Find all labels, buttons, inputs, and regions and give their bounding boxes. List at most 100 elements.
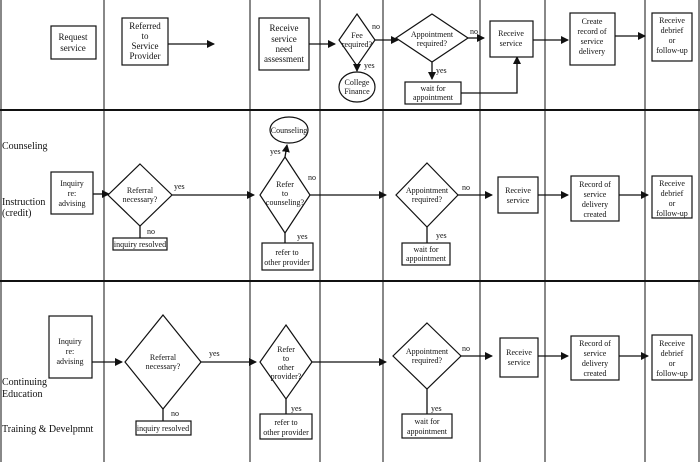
wait-label-3: wait for [414, 417, 439, 426]
receive-service-box-1 [489, 20, 534, 58]
svg-text:necessary?: necessary? [123, 195, 158, 204]
refer-yes-up-label: yes [270, 147, 281, 156]
ref-no-label-3: no [171, 409, 179, 418]
need-assessment-label: Receive [270, 23, 299, 33]
record-box-2 [570, 175, 620, 222]
svg-text:service: service [581, 37, 604, 46]
inquiry-resolved-label-3: inquiry resolved [137, 424, 189, 433]
svg-text:assessment: assessment [264, 54, 304, 64]
debrief-box-2 [651, 175, 693, 219]
svg-text:service: service [60, 43, 85, 53]
refer-other-label: Refer [277, 345, 295, 354]
svg-text:Finance: Finance [344, 87, 370, 96]
appointment-label-1: Appointment [411, 30, 454, 39]
svg-text:advising: advising [56, 357, 83, 366]
inquiry-label-2: Inquiry [60, 179, 84, 188]
create-record-label: Create [582, 17, 603, 26]
wait-box-2 [401, 242, 451, 266]
debrief-label-2: Receive [659, 179, 685, 188]
svg-text:delivery: delivery [579, 47, 605, 56]
appt-yes-label-3: yes [431, 404, 442, 413]
inquiry-box-3 [48, 315, 93, 379]
referred-label: Referred [129, 21, 161, 31]
wait-label-1: wait for [420, 84, 445, 93]
svg-text:delivery: delivery [582, 359, 608, 368]
wait-label-2: wait for [413, 245, 438, 254]
svg-text:created: created [583, 369, 606, 378]
lane-continuing-1: Continuing [2, 377, 47, 388]
request-service-box [50, 25, 97, 60]
appt-no-label-1: no [470, 27, 478, 36]
debrief-label-1: Receive [659, 16, 685, 25]
record-label-2: Record of [579, 180, 611, 189]
svg-text:need: need [276, 44, 293, 54]
svg-text:service: service [507, 196, 530, 205]
svg-text:necessary?: necessary? [146, 362, 181, 371]
svg-text:record of: record of [577, 27, 606, 36]
svg-text:appointment: appointment [407, 427, 448, 436]
referral-label-2: Referral [127, 186, 154, 195]
debrief-label-3: Receive [659, 339, 685, 348]
svg-text:or: or [669, 199, 676, 208]
row1: Request service Referred to Service Prov… [50, 12, 693, 105]
other-provider-label-2: refer to [275, 248, 298, 257]
ref-yes-label-3: yes [209, 349, 220, 358]
inquiry-resolved-box-3 [135, 420, 192, 436]
svg-text:Provider: Provider [130, 51, 161, 61]
svg-text:to: to [282, 189, 288, 198]
receive-service-box-2 [497, 176, 539, 214]
appt-yes-label-2: yes [436, 231, 447, 240]
record-box-3 [570, 335, 620, 381]
svg-text:to: to [141, 31, 149, 41]
svg-text:service: service [508, 358, 531, 367]
lane-instruction-2: (credit) [2, 208, 31, 219]
svg-text:appointment: appointment [406, 254, 447, 263]
svg-text:provider?: provider? [271, 372, 302, 381]
inquiry-resolved-box-2 [112, 237, 168, 251]
create-record-box [569, 12, 616, 66]
svg-text:Service: Service [132, 41, 159, 51]
counseling-oval [269, 116, 309, 144]
fee-yes-label: yes [364, 61, 375, 70]
svg-text:follow-up: follow-up [656, 369, 688, 378]
row2: Counseling yes Inquiry re: advising Refe… [50, 116, 693, 271]
refer-yes-down-label: yes [297, 232, 308, 241]
svg-text:other: other [278, 363, 295, 372]
svg-text:re:: re: [68, 189, 76, 198]
svg-text:or: or [669, 36, 676, 45]
other-provider-box-3 [259, 413, 313, 440]
lane-continuing-2: Education [2, 389, 43, 400]
svg-text:service: service [271, 34, 296, 44]
svg-text:or: or [669, 359, 676, 368]
svg-text:follow-up: follow-up [656, 209, 688, 218]
svg-text:required?: required? [342, 40, 373, 49]
ref-no-label-2: no [147, 227, 155, 236]
svg-text:service: service [584, 349, 607, 358]
svg-text:service: service [500, 39, 523, 48]
other-provider-box-2 [261, 242, 314, 271]
appt-no-label-3: no [462, 344, 470, 353]
svg-text:re:: re: [66, 347, 74, 356]
lane-training: Training & Develpmnt [2, 424, 94, 435]
counseling-oval-label: Counseling [271, 126, 307, 135]
svg-text:required?: required? [417, 39, 448, 48]
row3: Inquiry re: advising Referral necessary?… [48, 314, 693, 440]
appointment-label-3: Appointment [406, 347, 449, 356]
record-label-3: Record of [579, 339, 611, 348]
fee-required-label: Fee [351, 31, 363, 40]
debrief-box-1 [651, 12, 693, 62]
receive-service-box-3 [499, 337, 539, 378]
svg-text:other provider: other provider [264, 258, 310, 267]
refer-counseling-label: Refer [276, 180, 294, 189]
svg-text:to: to [283, 354, 289, 363]
svg-text:advising: advising [58, 199, 85, 208]
svg-text:appointment: appointment [413, 93, 454, 102]
svg-text:other provider: other provider [263, 428, 309, 437]
fee-no-label: no [372, 22, 380, 31]
refer-no-label-2: no [308, 173, 316, 182]
svg-text:required?: required? [412, 195, 443, 204]
svg-text:service: service [584, 190, 607, 199]
inquiry-label-3: Inquiry [58, 337, 82, 346]
refer-yes-label-3: yes [291, 404, 302, 413]
